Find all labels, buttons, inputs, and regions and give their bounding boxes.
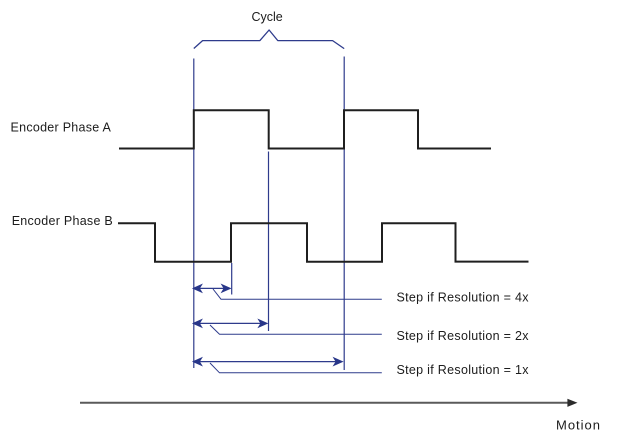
svg-text:Encoder Phase B: Encoder Phase B: [12, 214, 113, 228]
svg-text:Step if Resolution = 1x: Step if Resolution = 1x: [397, 363, 530, 377]
svg-text:Cycle: Cycle: [252, 10, 283, 24]
svg-text:Encoder Phase A: Encoder Phase A: [11, 120, 112, 134]
svg-text:Step if Resolution = 4x: Step if Resolution = 4x: [397, 290, 530, 304]
svg-text:Motion: Motion: [556, 418, 601, 433]
svg-text:Step if Resolution = 2x: Step if Resolution = 2x: [397, 329, 530, 343]
